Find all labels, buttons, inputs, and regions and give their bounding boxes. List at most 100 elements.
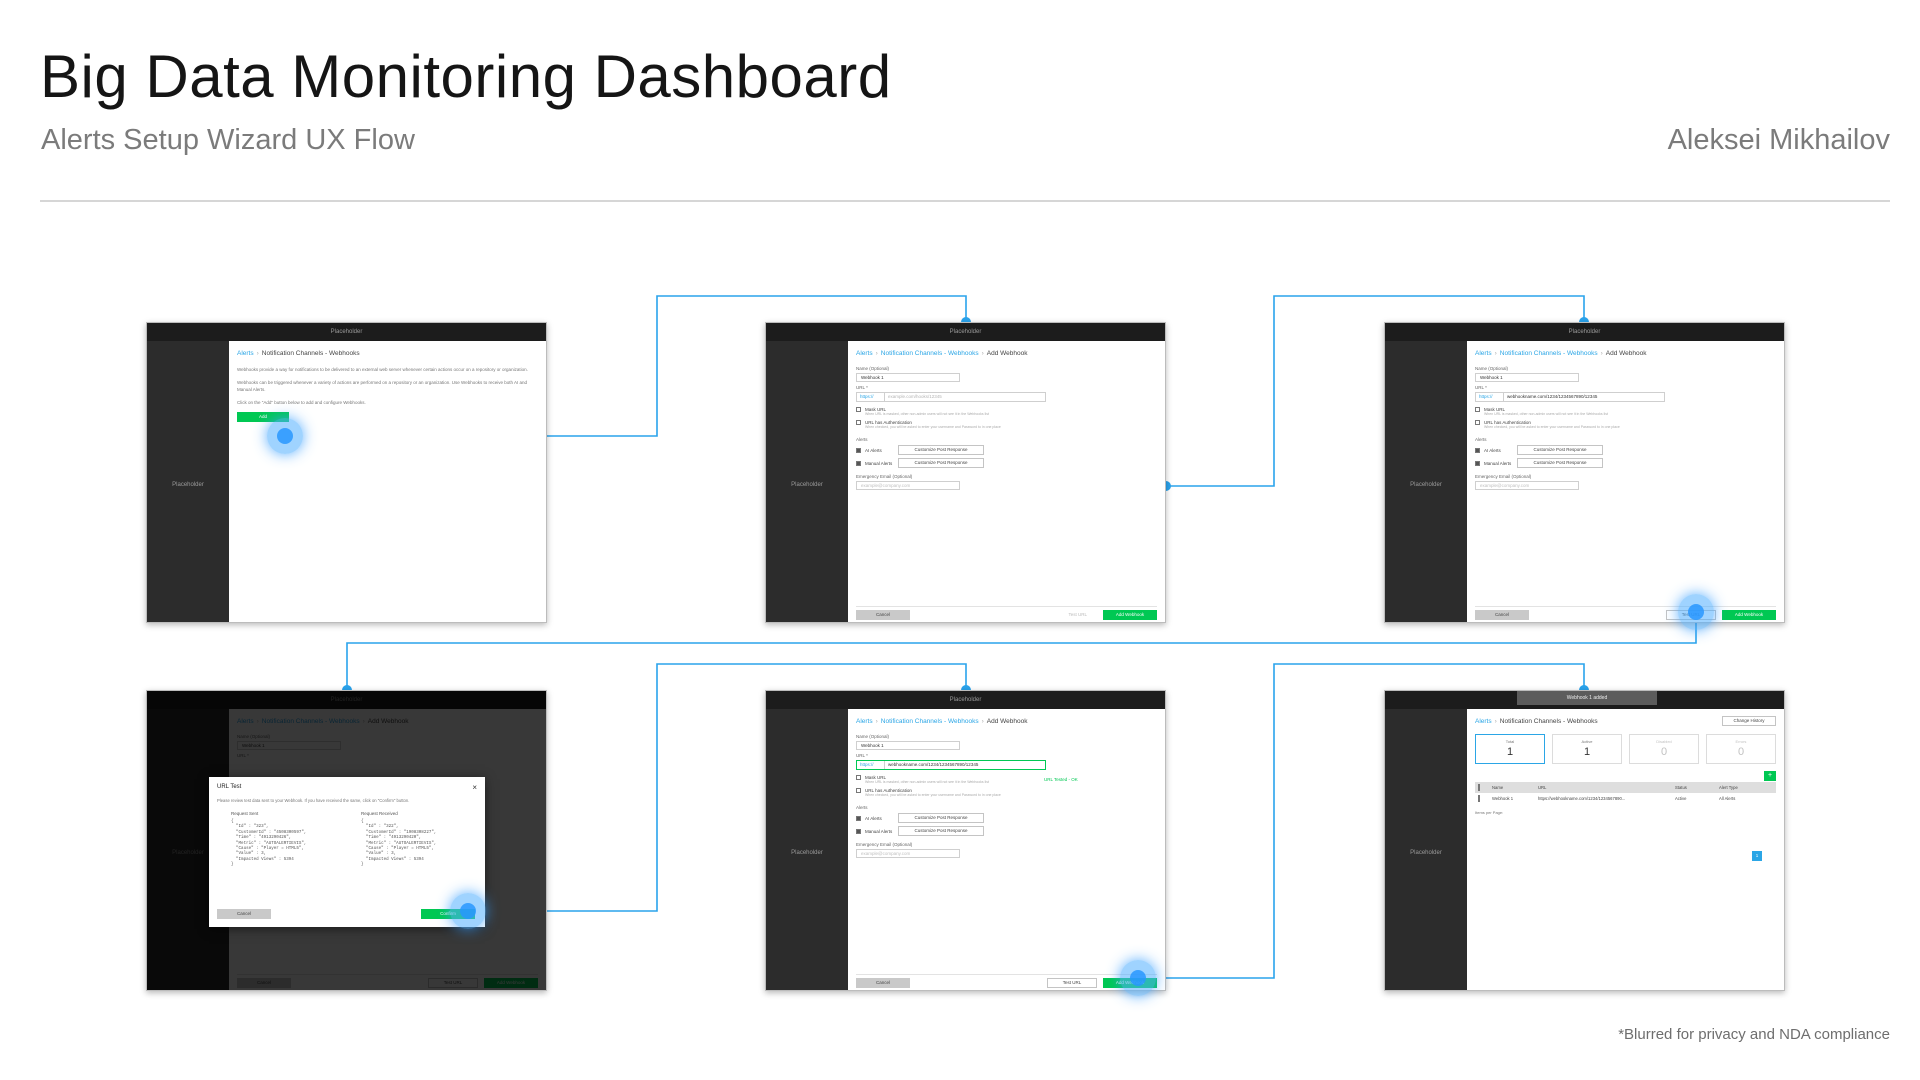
column-name[interactable]: Name	[1489, 782, 1535, 793]
request-sent-body: { "Id" : "323", "CustomerId" : "45083005…	[231, 820, 307, 868]
url-auth-label: URL has Authentication	[1484, 420, 1531, 425]
page-subtitle: Alerts Setup Wizard UX Flow	[41, 124, 415, 156]
url-auth-label: URL has Authentication	[865, 420, 912, 425]
alerts-label: Alerts	[856, 437, 868, 442]
cancel-button[interactable]: Cancel	[1475, 610, 1529, 620]
manual-alerts-checkbox[interactable]	[856, 460, 861, 466]
change-history-button[interactable]: Change History	[1722, 716, 1776, 726]
customize-ai-button[interactable]: Customize Post Response	[898, 813, 984, 823]
name-input[interactable]: Webhook 1	[1475, 373, 1579, 382]
manual-alerts-checkbox[interactable]	[1475, 460, 1480, 466]
sidebar-label: Placeholder	[791, 481, 823, 488]
row-checkbox[interactable]	[1478, 795, 1480, 802]
page-button[interactable]: 1	[1752, 851, 1762, 861]
modal-description: Please review test data sent to your Web…	[217, 798, 410, 803]
select-all-checkbox[interactable]	[1478, 784, 1480, 791]
customize-manual-button[interactable]: Customize Post Response	[1517, 458, 1603, 468]
top-bar: Placeholder	[766, 691, 1165, 709]
url-auth-checkbox[interactable]	[1475, 420, 1480, 425]
customize-manual-button[interactable]: Customize Post Response	[898, 826, 984, 836]
request-sent-label: Request Sent	[231, 811, 259, 816]
cancel-button[interactable]: Cancel	[856, 610, 910, 620]
table-row[interactable]: Webhook 1 https://webhookname.com/1234/1…	[1475, 793, 1776, 804]
manual-alerts-label: Manual Alerts	[865, 828, 893, 834]
email-label: Emergency Email (Optional)	[856, 842, 913, 847]
screen-6-webhooks-list: Webhook 1 added Placeholder Alerts›Notif…	[1384, 690, 1785, 991]
sidebar: Placeholder	[1385, 709, 1467, 990]
name-input[interactable]: Webhook 1	[856, 741, 960, 750]
tap-marker	[450, 893, 486, 929]
sidebar-label: Placeholder	[791, 849, 823, 856]
ai-alerts-label: AI Alerts	[865, 447, 882, 453]
intro-paragraph-3: Click on the "Add" button below to add a…	[237, 400, 366, 405]
test-url-button[interactable]: Test URL	[1047, 978, 1097, 988]
url-auth-checkbox[interactable]	[856, 420, 861, 425]
url-placeholder: example.com/hooks/12345	[888, 394, 942, 399]
add-webhook-button[interactable]: Add Webhook	[1722, 610, 1776, 620]
cancel-button[interactable]: Cancel	[856, 978, 910, 988]
mask-url-checkbox[interactable]	[856, 407, 861, 412]
crumb-alerts[interactable]: Alerts	[856, 718, 873, 725]
url-value: webhookname.com/1234/1234567890/12345	[1507, 394, 1598, 399]
url-auth-hint: When checked, you will be asked to enter…	[865, 425, 1001, 429]
url-label: URL *	[856, 753, 868, 758]
mask-url-hint: When URL is masked, other non-admin user…	[865, 780, 989, 784]
test-url-button[interactable]: Test URL	[1068, 612, 1087, 617]
customize-ai-button[interactable]: Customize Post Response	[898, 445, 984, 455]
add-icon[interactable]: +	[1764, 771, 1776, 781]
close-icon[interactable]: ×	[472, 783, 477, 792]
footnote: *Blurred for privacy and NDA compliance	[1618, 1026, 1890, 1043]
form-footer: Cancel Test URL Add Webhook	[856, 974, 1157, 988]
ai-alerts-checkbox[interactable]	[856, 815, 861, 821]
url-input[interactable]: https://example.com/hooks/12345	[856, 392, 1046, 402]
name-input[interactable]: Webhook 1	[856, 373, 960, 382]
alerts-label: Alerts	[1475, 437, 1487, 442]
crumb-channels[interactable]: Notification Channels - Webhooks	[880, 718, 979, 725]
url-input[interactable]: https://webhookname.com/1234/1234567890/…	[856, 760, 1046, 770]
mask-url-hint: When URL is masked, other non-admin user…	[1484, 412, 1608, 416]
crumb-channels[interactable]: Notification Channels - Webhooks	[1499, 350, 1598, 357]
url-input[interactable]: https://webhookname.com/1234/1234567890/…	[1475, 392, 1665, 402]
email-input[interactable]: example@company.com	[856, 481, 960, 490]
crumb-alerts[interactable]: Alerts	[237, 350, 254, 357]
top-bar: Placeholder	[766, 323, 1165, 341]
customize-ai-button[interactable]: Customize Post Response	[1517, 445, 1603, 455]
column-alert-type[interactable]: Alert Type	[1716, 782, 1776, 793]
mask-url-label: Mask URL	[865, 775, 887, 780]
add-webhook-button[interactable]: Add Webhook	[1103, 610, 1157, 620]
sidebar: Placeholder	[766, 709, 848, 990]
email-input[interactable]: example@company.com	[856, 849, 960, 858]
url-auth-checkbox[interactable]	[856, 788, 861, 793]
ai-alerts-checkbox[interactable]	[856, 447, 861, 453]
tap-marker	[267, 418, 303, 454]
crumb-alerts[interactable]: Alerts	[1475, 718, 1492, 725]
confirm-button[interactable]: Confirm	[421, 909, 475, 919]
intro-paragraph-2: Webhooks can be triggered whenever a var…	[237, 380, 527, 392]
mask-url-checkbox[interactable]	[856, 775, 861, 780]
column-status[interactable]: Status	[1672, 782, 1716, 793]
crumb-alerts[interactable]: Alerts	[856, 350, 873, 357]
tap-marker	[1678, 594, 1714, 630]
column-url[interactable]: URL	[1535, 782, 1672, 793]
modal-cancel-button[interactable]: Cancel	[217, 909, 271, 919]
ai-alerts-label: AI Alerts	[1484, 447, 1501, 453]
mask-url-checkbox[interactable]	[1475, 407, 1480, 412]
form-footer: Cancel Test URL Add Webhook	[856, 606, 1157, 620]
url-protocol: https://	[857, 761, 885, 769]
crumb-add: Add Webhook	[1605, 350, 1647, 357]
add-button[interactable]: Add	[237, 412, 289, 422]
customize-manual-button[interactable]: Customize Post Response	[898, 458, 984, 468]
alerts-label: Alerts	[856, 805, 868, 810]
main-content: Alerts›Notification Channels - Webhooks›…	[848, 341, 1165, 622]
crumb-alerts[interactable]: Alerts	[1475, 350, 1492, 357]
ai-alerts-checkbox[interactable]	[1475, 447, 1480, 453]
email-input[interactable]: example@company.com	[1475, 481, 1579, 490]
crumb-channels[interactable]: Notification Channels - Webhooks	[880, 350, 979, 357]
top-bar: Placeholder	[147, 323, 546, 341]
manual-alerts-checkbox[interactable]	[856, 828, 861, 834]
row-status: Active	[1675, 796, 1687, 801]
